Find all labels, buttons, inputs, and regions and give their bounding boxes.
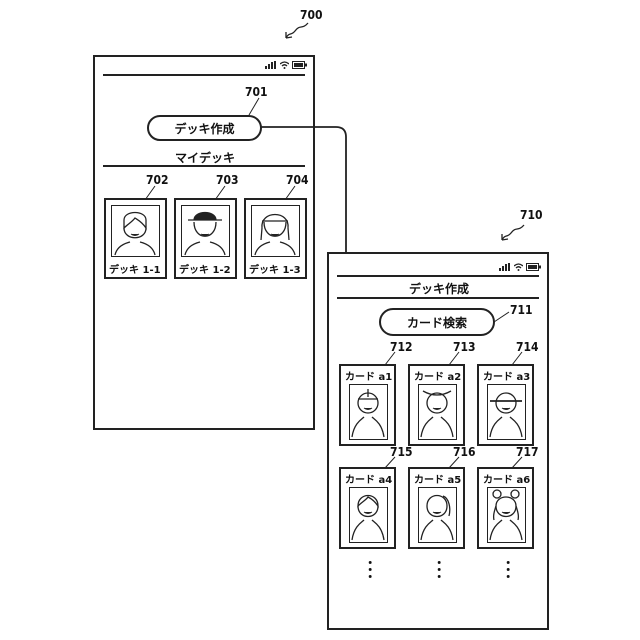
battery-icon — [526, 263, 541, 271]
face-icon — [488, 488, 524, 541]
card-item[interactable]: カード a5 — [408, 467, 465, 549]
face-icon — [419, 385, 455, 438]
card-item[interactable]: カード a1 — [339, 364, 396, 446]
portrait-frame — [487, 384, 526, 440]
page-title: デッキ作成 — [329, 280, 549, 297]
card-item[interactable]: カード a6 — [477, 467, 534, 549]
portrait-frame — [487, 487, 526, 543]
card-label: カード a4 — [345, 471, 392, 486]
face-icon — [350, 488, 386, 541]
portrait-frame — [349, 384, 388, 440]
signal-icon — [499, 263, 511, 271]
header-divider — [337, 275, 539, 277]
title-divider — [337, 297, 539, 299]
face-icon — [350, 385, 386, 438]
card-label: カード a3 — [483, 368, 530, 383]
more-cards-indicator: ･･･ — [501, 559, 511, 581]
wifi-icon — [514, 263, 523, 271]
portrait-frame — [418, 487, 457, 543]
more-cards-indicator: ･･･ — [363, 559, 373, 581]
card-label: カード a1 — [345, 368, 392, 383]
face-icon — [488, 385, 524, 438]
status-bar — [499, 263, 541, 271]
card-label: カード a5 — [414, 471, 461, 486]
phone-screen-710: デッキ作成 カード検索 711 712 713 714 カード a1 カード a… — [327, 252, 549, 630]
portrait-frame — [418, 384, 457, 440]
ref-711: 711 — [510, 303, 533, 317]
portrait-frame — [349, 487, 388, 543]
card-label: カード a6 — [483, 471, 530, 486]
card-search-button[interactable]: カード検索 — [379, 308, 495, 336]
card-item[interactable]: カード a3 — [477, 364, 534, 446]
face-icon — [419, 488, 455, 541]
more-cards-indicator: ･･･ — [432, 559, 442, 581]
leader-line — [493, 310, 511, 324]
card-label: カード a2 — [414, 368, 461, 383]
card-item[interactable]: カード a4 — [339, 467, 396, 549]
card-item[interactable]: カード a2 — [408, 364, 465, 446]
